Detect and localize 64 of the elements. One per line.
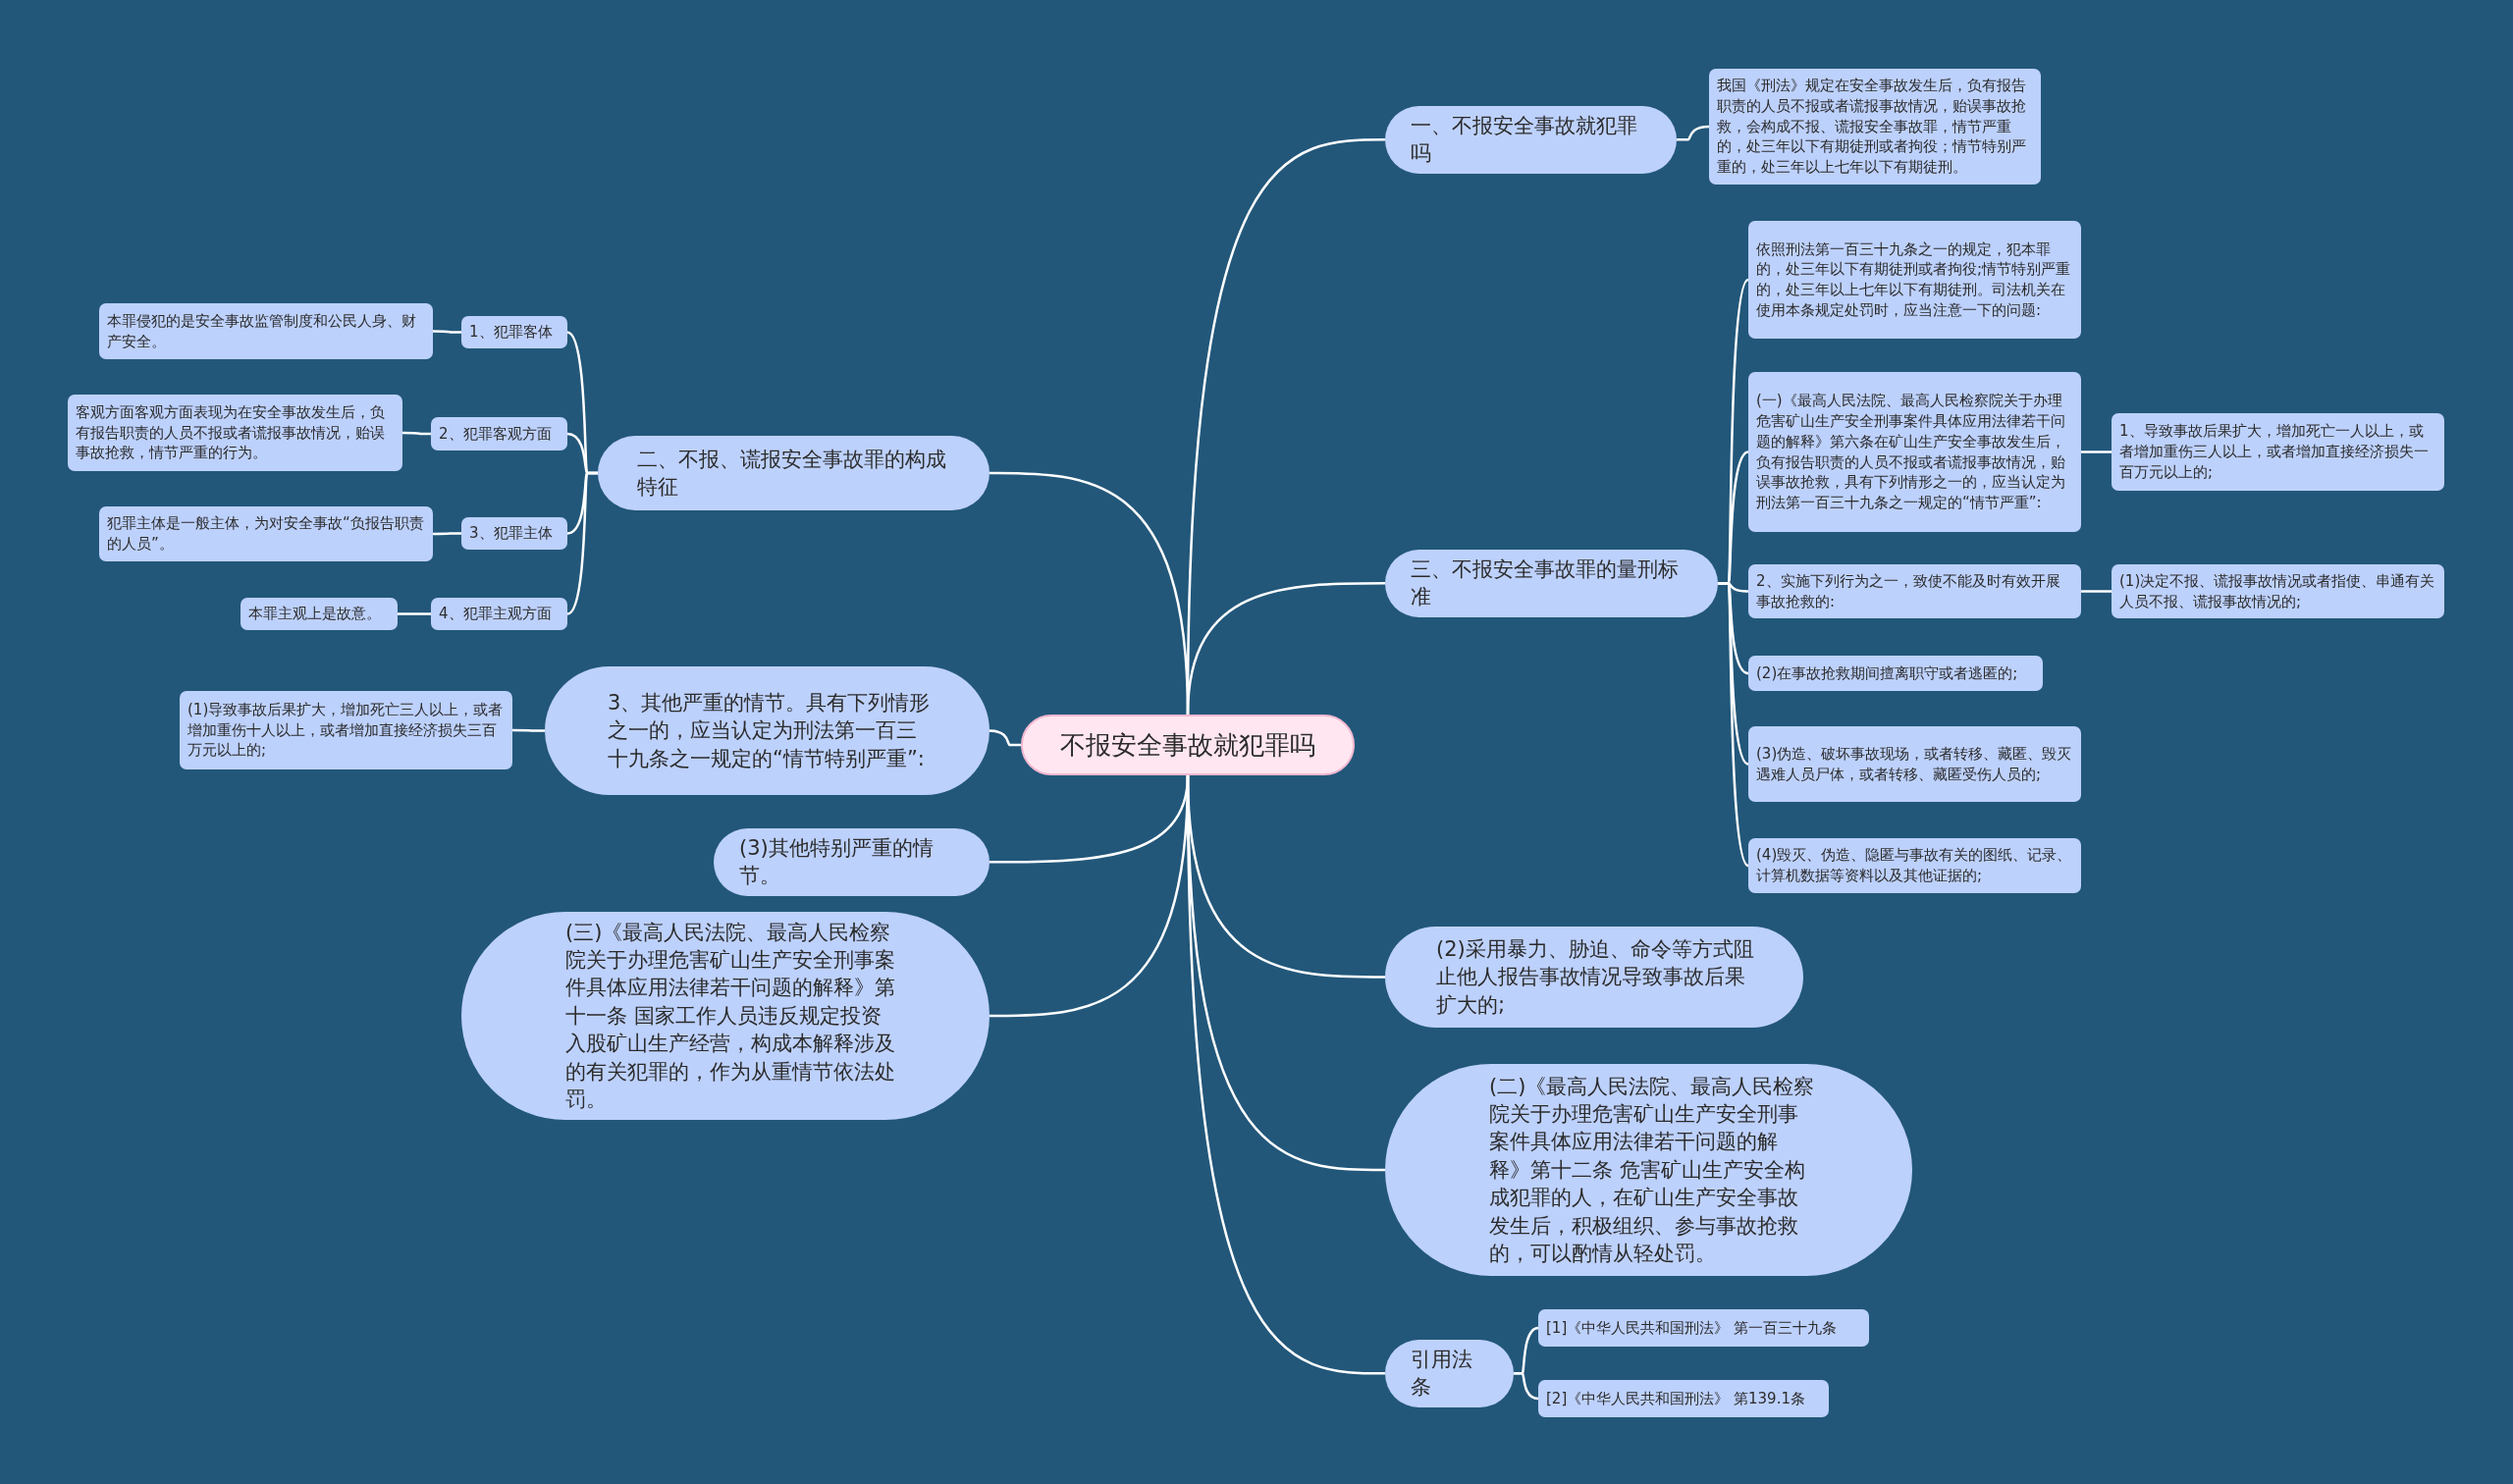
detail-card xyxy=(1748,838,2081,893)
detail-text: (1)决定不报、谎报事故情况或者指使、串通有关人员不报、谎报事故情况的; xyxy=(2119,570,2436,612)
detail-card xyxy=(1709,69,2041,185)
detail-card xyxy=(241,598,398,630)
detail-card xyxy=(461,316,567,348)
detail-card xyxy=(1538,1380,1829,1417)
topic-text: (3)其他特别严重的情节。 xyxy=(739,835,935,890)
detail-text: (一)《最高人民法院、最高人民检察院关于办理危害矿山生产安全刑事案件具体应用法律若干问题的解释》第六条在矿山生产安全事故发生后，负有报告职责的人员不报或者谎报事故情况，贻误事故抢救，具有下列情形之一的，应当认定为刑法第一百三十九条之一规定的“情节严重”: xyxy=(1756,391,2066,513)
detail-text: (3)伪造、破坏事故现场，或者转移、藏匿、毁灭遇难人员尸体，或者转移、藏匿受伤人员的; xyxy=(1756,743,2073,785)
connector-line xyxy=(566,471,598,615)
connector-line xyxy=(2081,450,2112,453)
topic-text: 引用法条 xyxy=(1411,1347,1473,1402)
connector-line xyxy=(1677,125,1710,141)
detail-card xyxy=(1748,372,2081,532)
central-topic-text: 不报安全事故就犯罪吗 xyxy=(1060,728,1315,762)
detail-text: 1、导致事故后果扩大，增加死亡一人以上，或者增加重伤三人以上，或者增加直接经济损失一百万元以上的; xyxy=(2119,421,2430,483)
connector-line xyxy=(989,729,1021,747)
detail-text: 我国《刑法》规定在安全事故发生后，负有报告职责的人员不报或者谎报事故情况，贻误事故抢救，会构成不报、谎报安全事故罪，情节严重的，处三年以下有期徒刑或者拘役；情节特别严重的，处三年以上七年以下有期徒刑。 xyxy=(1717,76,2027,178)
connector-line xyxy=(1718,582,1749,867)
detail-text: (1)导致事故后果扩大，增加死亡三人以上，或者增加重伤十人以上，或者增加直接经济损失三百万元以上的; xyxy=(187,699,505,762)
detail-card xyxy=(99,303,433,359)
detail-text: 1、犯罪客体 xyxy=(469,322,553,343)
detail-card xyxy=(99,506,433,561)
detail-card xyxy=(2112,413,2444,491)
topic-text: (三)《最高人民法院、最高人民检察院关于办理危害矿山生产安全刑事案件具体应用法律若干问题的解释》第十一条 国家工作人员违反规定投资入股矿山生产经营，构成本解释涉及的有关犯罪的，作为从重情节依法处罚。 xyxy=(565,919,895,1113)
topic-text: 3、其他严重的情节。具有下列情形之一的，应当认定为刑法第一百三十九条之一规定的“情节特别严重”: xyxy=(608,690,932,772)
detail-text: [1]《中华人民共和国刑法》 第一百三十九条 xyxy=(1546,1317,1837,1339)
detail-text: [2]《中华人民共和国刑法》 第139.1条 xyxy=(1546,1388,1805,1409)
detail-text: 本罪侵犯的是安全事故监管制度和公民人身、财产安全。 xyxy=(107,310,417,352)
detail-card xyxy=(68,395,402,471)
connector-line xyxy=(1186,582,1385,716)
detail-text: 2、犯罪客观方面 xyxy=(439,423,552,445)
topic-text: 二、不报、谎报安全事故罪的构成特征 xyxy=(637,446,947,501)
detail-text: 客观方面客观方面表现为在安全事故发生后，负有报告职责的人员不报或者谎报事故情况，贻误事故抢救，情节严重的行为。 xyxy=(76,401,386,464)
detail-card xyxy=(461,517,567,550)
detail-card xyxy=(1748,221,2081,339)
detail-card xyxy=(1748,726,2081,802)
detail-text: 依照刑法第一百三十九条之一的规定，犯本罪的，处三年以下有期徒刑或者拘役;情节特别严重的，处三年以上七年以下有期徒刑。司法机关在使用本条规定处罚时，应当注意一下的问题: xyxy=(1756,238,2072,321)
detail-text: (2)在事故抢救期间擅离职守或者逃匿的; xyxy=(1756,662,2018,684)
connector-line xyxy=(2081,590,2112,593)
connector-line xyxy=(1186,775,1385,1375)
detail-card xyxy=(1748,656,2043,691)
detail-card xyxy=(1748,564,2081,618)
topic-text: 一、不报安全事故就犯罪吗 xyxy=(1411,113,1638,168)
detail-text: 2、实施下列行为之一，致使不能及时有效开展事故抢救的: xyxy=(1756,570,2061,612)
detail-text: 4、犯罪主观方面 xyxy=(439,604,552,624)
connector-line xyxy=(402,431,431,436)
detail-text: 犯罪主体是一般主体，为对安全事故“负报告职责的人员”。 xyxy=(107,513,425,555)
detail-text: 3、犯罪主体 xyxy=(469,523,553,544)
detail-text: 本罪主观上是故意。 xyxy=(248,604,381,624)
topic-text: (二)《最高人民法院、最高人民检察院关于办理危害矿山生产安全刑事案件具体应用法律若干问题的解释》第十二条 危害矿山生产安全构成犯罪的人，在矿山生产安全事故发生后，积极组织、参与事故抢救的，可以酌情从轻处罚。 xyxy=(1489,1073,1816,1267)
connector-line xyxy=(398,612,431,615)
detail-card xyxy=(2112,564,2444,618)
topic-text: 三、不报安全事故罪的量刑标准 xyxy=(1411,556,1680,611)
detail-card xyxy=(180,691,512,769)
connector-line xyxy=(1514,1372,1539,1401)
detail-card xyxy=(431,417,567,450)
connector-line xyxy=(433,532,461,536)
connector-line xyxy=(433,330,461,334)
detail-card xyxy=(431,598,567,630)
topic-text: (2)采用暴力、胁迫、命令等方式阻止他人报告事故情况导致事故后果扩大的; xyxy=(1436,936,1755,1019)
detail-card xyxy=(1538,1309,1869,1347)
connector-line xyxy=(512,728,545,732)
detail-text: (4)毁灭、伪造、隐匿与事故有关的图纸、记录、计算机数据等资料以及其他证据的; xyxy=(1756,845,2073,886)
